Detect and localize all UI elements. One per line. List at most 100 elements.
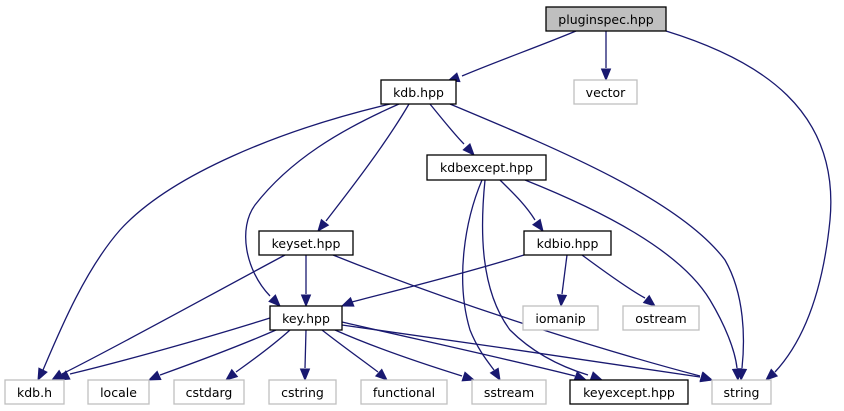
node-kdbio-hpp[interactable]: kdbio.hpp bbox=[523, 230, 612, 256]
edge-line bbox=[325, 103, 410, 222]
node-box bbox=[523, 230, 612, 256]
node-string: string bbox=[711, 379, 772, 405]
arrowhead-icon bbox=[462, 142, 475, 156]
arrowhead-icon bbox=[699, 372, 714, 383]
arrowhead-icon bbox=[147, 370, 162, 381]
edge-line bbox=[665, 30, 832, 373]
edge-line bbox=[351, 254, 525, 303]
edges-layer bbox=[37, 30, 832, 383]
node-box bbox=[360, 379, 448, 405]
node-locale: locale bbox=[87, 379, 150, 405]
node-label: kdb.hpp bbox=[393, 85, 444, 100]
edge-line bbox=[42, 103, 391, 371]
node-box bbox=[269, 305, 343, 331]
edge-kdb-hpp-to-kdbexcept bbox=[429, 103, 475, 156]
node-label: functional bbox=[373, 385, 435, 400]
node-label: locale bbox=[100, 385, 137, 400]
arrowhead-icon bbox=[299, 368, 311, 382]
edge-kdbexcept-to-keyexcept bbox=[481, 179, 604, 382]
node-cstring: cstring bbox=[268, 379, 337, 405]
node-label: vector bbox=[586, 85, 627, 100]
edge-pluginspec-to-kdb-hpp bbox=[446, 30, 577, 83]
edge-key-to-cstdarg bbox=[224, 329, 291, 381]
arrowhead-icon bbox=[37, 367, 48, 382]
arrowhead-icon bbox=[765, 368, 779, 381]
node-keyset-hpp[interactable]: keyset.hpp bbox=[258, 230, 354, 256]
arrowhead-icon bbox=[600, 68, 612, 82]
edge-kdb-hpp-to-keyset bbox=[317, 103, 410, 233]
edge-key-to-locale bbox=[147, 329, 277, 381]
node-pluginspec-hpp[interactable]: pluginspec.hpp bbox=[545, 6, 667, 32]
edge-kdbexcept-to-string bbox=[524, 179, 743, 382]
nodes-layer: pluginspec.hpp kdb.hpp vector kdbexcept.… bbox=[4, 6, 772, 405]
edge-line bbox=[245, 103, 400, 297]
node-kdbexcept-hpp[interactable]: kdbexcept.hpp bbox=[426, 154, 547, 181]
edge-line bbox=[481, 179, 589, 376]
node-box bbox=[173, 379, 245, 405]
arrowhead-icon bbox=[589, 371, 604, 382]
node-box bbox=[380, 79, 457, 105]
node-cstdarg: cstdarg bbox=[173, 379, 245, 405]
edge-line bbox=[429, 103, 465, 145]
node-kdb-h: kdb.h bbox=[4, 379, 65, 405]
node-label: kdbexcept.hpp bbox=[440, 160, 533, 175]
node-functional: functional bbox=[360, 379, 448, 405]
edge-kdbio-to-key bbox=[340, 254, 525, 307]
arrowhead-icon bbox=[642, 294, 657, 307]
node-box bbox=[522, 305, 599, 331]
edge-line bbox=[159, 329, 277, 376]
arrowhead-icon bbox=[268, 294, 281, 307]
edge-line bbox=[581, 254, 646, 299]
node-box bbox=[258, 230, 354, 256]
node-keyexcept-hpp[interactable]: keyexcept.hpp bbox=[569, 379, 689, 405]
node-iomanip: iomanip bbox=[522, 305, 599, 331]
node-vector: vector bbox=[573, 79, 638, 105]
arrowhead-icon bbox=[731, 368, 743, 382]
edge-line bbox=[341, 324, 701, 378]
node-label: iomanip bbox=[535, 311, 585, 326]
node-box bbox=[573, 79, 638, 105]
edge-key-to-sstream bbox=[334, 329, 476, 382]
node-label: keyset.hpp bbox=[272, 236, 341, 251]
node-box bbox=[4, 379, 65, 405]
arrowhead-icon bbox=[340, 296, 355, 307]
node-box bbox=[471, 379, 547, 405]
edge-line bbox=[499, 179, 536, 221]
node-kdb-hpp[interactable]: kdb.hpp bbox=[380, 79, 457, 105]
node-label: kdbio.hpp bbox=[537, 236, 599, 251]
node-label: key.hpp bbox=[282, 311, 330, 326]
node-box bbox=[622, 305, 700, 331]
edge-line bbox=[449, 103, 745, 369]
edge-key-to-string bbox=[341, 324, 714, 383]
edge-line bbox=[524, 179, 738, 369]
edge-kdbexcept-to-kdbio bbox=[499, 179, 544, 233]
node-label: pluginspec.hpp bbox=[558, 12, 654, 27]
node-label: sstream bbox=[484, 385, 534, 400]
edge-kdbexcept-to-sstream bbox=[462, 179, 501, 382]
node-box bbox=[268, 379, 337, 405]
edge-pluginspec-to-vector bbox=[600, 31, 612, 82]
arrowhead-icon bbox=[300, 294, 312, 308]
edge-line bbox=[304, 329, 307, 369]
arrowhead-icon bbox=[556, 294, 568, 308]
edge-keyset-to-key bbox=[300, 255, 312, 308]
node-box bbox=[426, 154, 547, 181]
node-label: cstdarg bbox=[186, 385, 233, 400]
edge-key-to-kdb-h bbox=[56, 317, 271, 381]
node-label: kdb.h bbox=[17, 385, 52, 400]
arrowhead-icon bbox=[224, 368, 239, 381]
node-ostream: ostream bbox=[622, 305, 700, 331]
arrowhead-icon bbox=[489, 367, 501, 382]
edge-line bbox=[61, 254, 286, 375]
node-label: keyexcept.hpp bbox=[583, 385, 675, 400]
node-box bbox=[569, 379, 689, 405]
node-label: cstring bbox=[281, 385, 324, 400]
edge-kdbio-to-iomanip bbox=[556, 254, 568, 308]
edge-kdb-hpp-to-kdb-h bbox=[37, 103, 391, 382]
node-box bbox=[87, 379, 150, 405]
node-label: string bbox=[724, 385, 760, 400]
node-key-hpp[interactable]: key.hpp bbox=[269, 305, 343, 331]
node-box bbox=[545, 6, 667, 32]
edge-line bbox=[235, 329, 291, 373]
